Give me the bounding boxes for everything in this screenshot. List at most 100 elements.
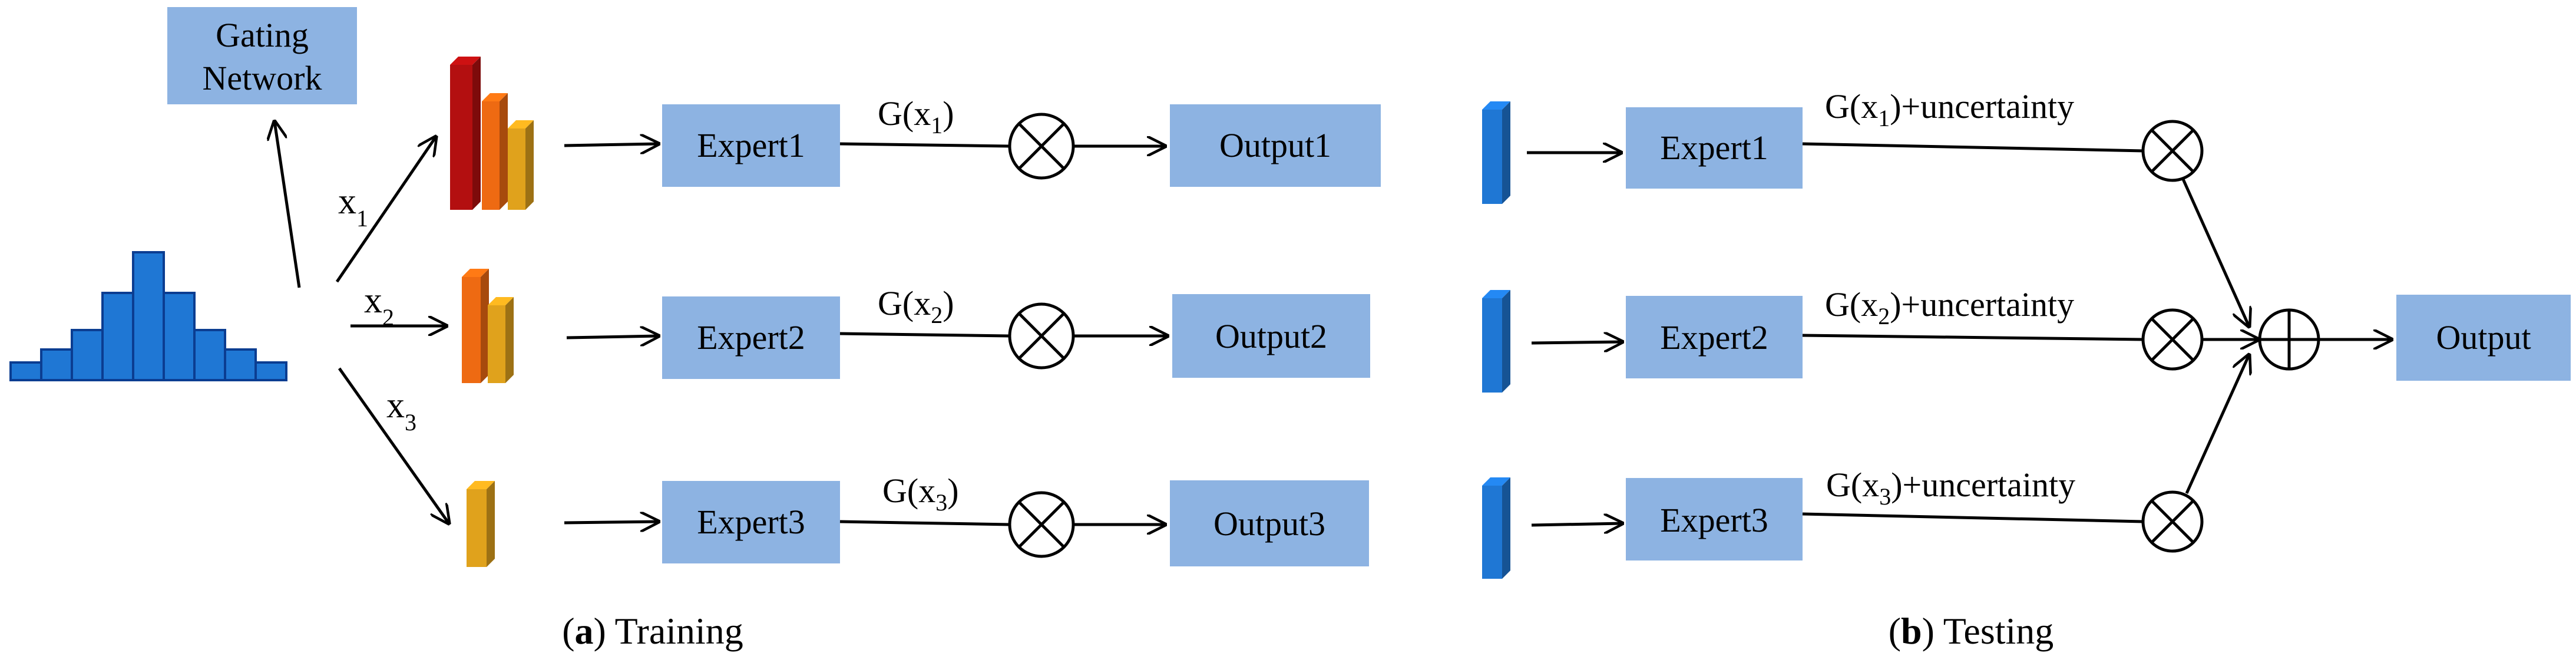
- testing-caption: (b) Testing: [1889, 610, 2054, 652]
- training-expert2-box: [662, 296, 840, 379]
- training-output3-label: Output3: [1213, 505, 1325, 543]
- testing-expert3-label: Expert3: [1660, 501, 1768, 539]
- bar-side-face: [472, 57, 481, 210]
- arrow-bars-to-expert1: [564, 144, 659, 146]
- training-expert1-label: Expert1: [697, 126, 805, 164]
- arrow-bars-to-expert2: [566, 336, 659, 338]
- final-output-box: [2396, 295, 2571, 381]
- input-arrows: [275, 121, 449, 523]
- bar-top-face: [467, 481, 495, 489]
- training-output1-box: [1170, 104, 1381, 187]
- arrow-block-to-test-expert3: [1531, 523, 1622, 525]
- arrow-mul3-to-sum: [2185, 355, 2249, 494]
- testing-gate-label-2: G(x2)+uncertainty: [1825, 285, 2074, 329]
- bar-front-face: [1482, 110, 1502, 204]
- bar-front-face: [467, 489, 487, 567]
- training-output2-label: Output2: [1215, 317, 1327, 355]
- training-gate-label-1: G(x1): [878, 94, 954, 139]
- bar-top-face: [508, 120, 534, 128]
- histogram-bar: [254, 361, 287, 381]
- testing-expert3-box: [1626, 478, 1803, 561]
- histogram-bar: [101, 292, 134, 381]
- bar-side-face: [1502, 477, 1510, 579]
- histogram-bar: [193, 329, 226, 381]
- circled-times-icon: [1008, 113, 1075, 180]
- gating-network-box: [167, 7, 357, 104]
- testing-expert1-label: Expert1: [1660, 128, 1768, 167]
- training-row-1: Expert1 G(x1) Output1: [564, 94, 1381, 187]
- input-label-x3: x3: [386, 385, 416, 436]
- histogram-bar: [224, 348, 257, 381]
- bar-top-face: [462, 269, 489, 277]
- bar-front-face: [450, 65, 472, 210]
- training-output1-label: Output1: [1219, 126, 1331, 164]
- input-label-x1: x1: [338, 182, 368, 232]
- histogram-bar: [40, 348, 73, 381]
- testing-row-1: Expert1 G(x1)+uncertainty: [1527, 87, 2204, 189]
- testing-gate-line-2: [1802, 334, 2144, 341]
- 3d-bar-icon-x1: [450, 57, 534, 210]
- bar-side-face: [500, 93, 508, 210]
- final-output-label: Output: [2436, 318, 2531, 357]
- circled-plus-icon: [2258, 308, 2320, 371]
- bar-side-face: [481, 269, 489, 383]
- training-gate-line-2: [839, 332, 1010, 338]
- bar-side-face: [1502, 101, 1510, 204]
- input-label-x2: x2: [364, 281, 394, 331]
- bar-top-face: [482, 93, 508, 101]
- bar-top-face: [450, 57, 481, 65]
- arrow-to-x3: [338, 367, 449, 523]
- bar-top-face: [1482, 101, 1510, 110]
- testing-blue-block-3: [1482, 477, 1510, 579]
- histogram-bar: [132, 251, 165, 381]
- testing-gate-line-3: [1802, 512, 2144, 523]
- arrow-bars-to-expert3: [564, 522, 659, 523]
- testing-row-2: Expert2 G(x2)+uncertainty: [1531, 285, 2204, 378]
- bar-front-face: [488, 305, 505, 383]
- histogram-bar: [163, 292, 196, 381]
- bar-top-face: [1482, 290, 1510, 298]
- bar-side-face: [505, 297, 514, 383]
- arrow-block-to-test-expert2: [1531, 342, 1622, 343]
- testing-gate-label-3: G(x3)+uncertainty: [1826, 466, 2075, 510]
- bar-front-face: [1482, 298, 1502, 393]
- bar-front-face: [1482, 486, 1502, 579]
- gating-network-label-line2: Network: [203, 59, 322, 97]
- training-expert3-box: [662, 481, 840, 563]
- training-expert3-label: Expert3: [697, 503, 805, 541]
- sum-input-arrows: [2181, 178, 2258, 494]
- arrow-mul1-to-sum: [2181, 178, 2249, 327]
- circled-times-icon: [2141, 308, 2204, 371]
- testing-expert2-box: [1626, 296, 1803, 378]
- training-gate-line-1: [839, 142, 1010, 148]
- testing-row-3: Expert3 G(x3)+uncertainty: [1531, 466, 2204, 561]
- circled-times-icon: [2141, 120, 2204, 182]
- circled-times-icon: [2141, 490, 2204, 553]
- training-gate-line-3: [839, 520, 1010, 526]
- bar-top-face: [488, 297, 514, 305]
- training-row-2: Expert2 G(x2) Output2: [566, 284, 1370, 379]
- gating-network-label-line1: Gating: [216, 16, 309, 54]
- training-expert1-box: [662, 104, 840, 187]
- training-output2-box: [1172, 294, 1370, 378]
- training-output3-box: [1170, 480, 1369, 566]
- training-caption: (a) Training: [562, 610, 743, 652]
- testing-gate-label-1: G(x1)+uncertainty: [1825, 87, 2074, 131]
- circled-times-icon: [1008, 491, 1075, 558]
- arrow-to-gating: [275, 121, 301, 288]
- bar-side-face: [487, 481, 495, 567]
- training-gate-label-2: G(x2): [878, 284, 954, 328]
- training-expert2-label: Expert2: [697, 318, 805, 357]
- bar-front-face: [508, 128, 525, 210]
- testing-blue-block-2: [1482, 290, 1510, 393]
- testing-gate-line-1: [1802, 142, 2145, 153]
- circled-times-icon: [1008, 302, 1075, 370]
- bar-side-face: [525, 120, 534, 210]
- arrow-to-x1: [335, 137, 436, 283]
- bar-top-face: [1482, 477, 1510, 486]
- testing-blue-block-1: [1482, 101, 1510, 204]
- bar-front-face: [462, 277, 481, 383]
- 3d-bar-icon-x2: [462, 269, 514, 383]
